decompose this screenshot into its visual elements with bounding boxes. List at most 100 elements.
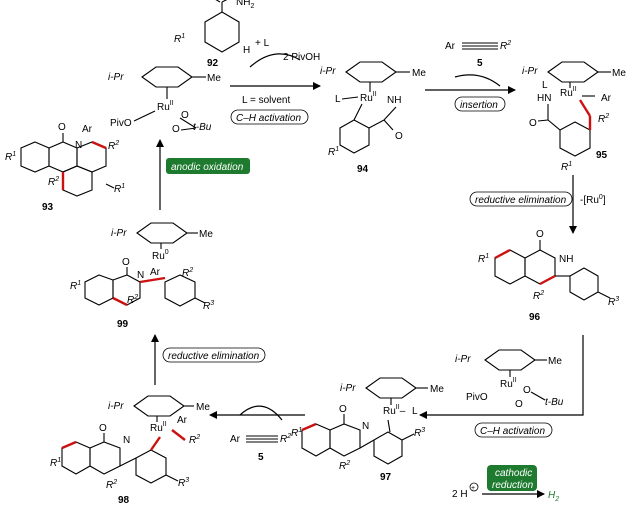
r1-label: R1 <box>50 457 61 469</box>
ipr-label: i-Pr <box>340 383 356 394</box>
anodic-oxidation-label: anodic oxidation <box>171 162 244 173</box>
r2-label: R2 <box>48 176 59 188</box>
compound-93: O N Ar R2 R1 R2 R1 93 <box>5 122 125 213</box>
reductive-elimination-1-label: reductive elimination <box>475 195 567 206</box>
step-ch-activation-1: 2 PivOH L = solvent C–H activation <box>230 52 321 125</box>
me-label: Me <box>548 356 562 367</box>
me-label: Me <box>199 229 213 240</box>
ru-label: RuII <box>500 377 517 390</box>
r2-label: R2 <box>598 113 609 125</box>
compound-number-95: 95 <box>596 150 608 161</box>
compound-94: i-Pr Me RuII L NH O R1 94 <box>320 61 426 175</box>
me-label: Me <box>430 384 444 395</box>
cathodic-reduction: 2 H + cathodic reduction H2 <box>452 465 559 503</box>
n-label: N <box>123 435 130 446</box>
ch-activation-1-label: C–H activation <box>236 113 301 124</box>
r2-label: R2 <box>339 460 350 472</box>
nh-label: NH <box>559 254 573 265</box>
ru-label: RuII– <box>383 404 406 417</box>
o-label: O <box>58 122 66 133</box>
ru-label: RuII <box>560 86 577 99</box>
nh2-label: NH2 <box>236 0 254 10</box>
hn-label: HN <box>537 93 551 104</box>
r1-label: R1 <box>478 253 489 265</box>
o-label: O <box>339 404 347 415</box>
compound-number-93: 93 <box>42 202 54 213</box>
n-label: N <box>75 140 82 151</box>
ar-label: Ar <box>82 124 93 135</box>
reductive-elimination-2-label: reductive elimination <box>168 351 260 362</box>
o-label: O <box>172 124 180 135</box>
compound-number-94: 94 <box>357 164 369 175</box>
r1-label: R1 <box>174 33 185 45</box>
step-reductive-elimination-2: reductive elimination <box>151 334 266 385</box>
insertion-label: insertion <box>460 100 498 111</box>
ch-activation-2-label: C–H activation <box>480 426 545 437</box>
r2-label: R2 <box>500 40 511 52</box>
ipr-label: i-Pr <box>111 228 127 239</box>
o-label: O <box>523 385 531 396</box>
l-label: L <box>335 94 341 105</box>
r2-label: R2 <box>108 140 119 152</box>
ru0-label: Ru0 <box>152 249 169 262</box>
compound-number-98: 98 <box>118 495 130 506</box>
h2-label: H2 <box>548 490 559 503</box>
cathodic-label: cathodic <box>495 468 532 479</box>
r3-label: R3 <box>414 427 425 439</box>
ru0-released-label: -[Ru0] <box>580 194 606 206</box>
compound-number-97: 97 <box>380 472 392 483</box>
compound-number-99: 99 <box>117 319 129 330</box>
ipr-label: i-Pr <box>522 66 538 77</box>
compound-number-5-bottom: 5 <box>258 452 264 463</box>
ipr-label: i-Pr <box>320 66 336 77</box>
svg-text:+: + <box>471 485 475 492</box>
tbu-label: t-Bu <box>545 397 564 408</box>
o-label: O <box>529 118 537 129</box>
r1-label: R1 <box>328 146 339 158</box>
step-insertion: Ar R2 5 insertion <box>425 40 516 112</box>
r2-label: R2 <box>127 294 138 306</box>
h-label: H <box>243 45 250 56</box>
nh-label: NH <box>387 95 401 106</box>
me-label: Me <box>196 402 210 413</box>
compound-99: i-Pr Me Ru0 O N Ar R2 R1 R2 R3 99 <box>70 222 214 330</box>
l-label: L <box>412 406 418 417</box>
r3-label: R3 <box>203 300 214 312</box>
o-label: O <box>395 131 403 142</box>
ru-label: RuII <box>150 421 167 434</box>
r2-label: R2 <box>106 479 117 491</box>
plus-l-label: + L <box>255 38 270 49</box>
n-label: N <box>137 270 144 281</box>
n-label: N <box>362 421 369 432</box>
compound-number-5-top: 5 <box>477 58 483 69</box>
me-label: Me <box>207 73 221 84</box>
r1-label: R1 <box>114 183 125 195</box>
reduction-label: reduction <box>492 480 534 491</box>
r1-label: R1 <box>70 280 81 292</box>
ipr-label: i-Pr <box>108 401 124 412</box>
o-label: O <box>515 399 523 410</box>
r2-label: R2 <box>189 434 200 446</box>
pivo-label: PivO <box>110 118 132 129</box>
r1-label: R1 <box>5 151 16 163</box>
l-label: L <box>542 80 548 91</box>
o-label: O <box>536 229 544 240</box>
o-label: O <box>99 423 107 434</box>
ru-label: RuII <box>360 91 377 104</box>
compound-92: NH2 R1 H + L 92 <box>174 0 270 69</box>
r1-label: R1 <box>291 427 302 439</box>
ar-label: Ar <box>150 267 161 278</box>
ru-label: RuII <box>157 100 174 113</box>
compound-97: i-Pr Me RuII– L O N R1 R2 R3 97 <box>291 377 444 483</box>
compound-98: i-Pr Me RuII Ar R2 O N R1 R2 R3 98 <box>50 395 210 506</box>
step-insertion-2: Ar R2 5 <box>209 405 305 463</box>
o-label: O <box>122 257 130 268</box>
ipr-label: i-Pr <box>108 72 124 83</box>
compound-95: i-Pr Me RuII L HN Ar R2 O R1 95 <box>522 61 626 173</box>
ru-catalyst-top-left: i-Pr Me RuII PivO O O t-Bu <box>108 66 221 135</box>
r2-label: R2 <box>280 433 291 445</box>
compound-96: O NH R1 R2 R3 96 <box>478 229 619 323</box>
step-ch-activation-2: i-Pr Me RuII PivO O O t-Bu C–H activatio… <box>419 335 584 438</box>
r1-label: R1 <box>561 161 572 173</box>
